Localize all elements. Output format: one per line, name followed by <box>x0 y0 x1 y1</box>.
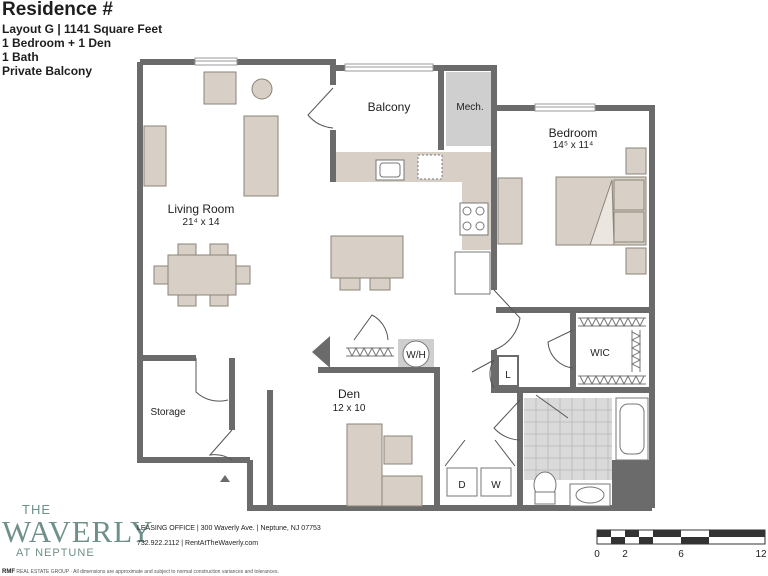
windows <box>194 57 596 112</box>
brand-the: THE <box>22 502 51 517</box>
mech-room-fill <box>446 72 491 146</box>
label-den: Den <box>338 387 360 401</box>
disclaimer-text: REAL ESTATE GROUP · All dimensions are a… <box>16 569 279 575</box>
linen-closet <box>497 355 519 387</box>
scale-tick-6: 6 <box>678 549 684 560</box>
residence-title: Residence # <box>2 0 113 20</box>
label-mech: Mech. <box>456 102 483 113</box>
header: Residence # Layout G | 1141 Square Feet … <box>2 0 162 78</box>
scale-tick-0: 0 <box>594 549 600 560</box>
label-living-room: Living Room <box>168 202 235 216</box>
wic-shelving <box>346 316 646 386</box>
entry-marker <box>220 475 230 482</box>
bathroom-tile <box>524 398 612 480</box>
label-washer: W <box>491 480 501 491</box>
bath-wall-block <box>612 460 652 508</box>
dim-living-room: 21⁴ x 14 <box>182 217 220 228</box>
label-linen: L <box>505 370 511 381</box>
brand-logo: THE WAVERLY AT NEPTUNE <box>2 502 154 560</box>
disclaimer: RMF REAL ESTATE GROUP · All dimensions a… <box>2 569 279 575</box>
label-dryer: D <box>458 480 465 491</box>
bath-count: 1 Bath <box>2 50 39 64</box>
kitchen-fixtures <box>375 154 491 295</box>
dim-bedroom: 14⁵ x 11⁴ <box>553 140 594 151</box>
dryer <box>446 467 478 497</box>
washer <box>480 467 512 497</box>
dim-den: 12 x 10 <box>333 403 366 414</box>
scale-bar: 0 2 6 12 <box>594 529 767 560</box>
feature-balcony: Private Balcony <box>2 64 93 78</box>
kitchen-counter-back <box>336 152 493 182</box>
label-balcony: Balcony <box>368 100 411 114</box>
brand-name: WAVERLY <box>2 514 154 549</box>
doors <box>195 87 574 467</box>
office-contact: 732.922.2112 | RentAtTheWaverly.com <box>137 540 259 547</box>
label-storage: Storage <box>150 407 185 418</box>
scale-tick-12: 12 <box>755 549 767 560</box>
den-wall-corner <box>312 336 330 368</box>
company-mark: RMF <box>2 569 15 575</box>
office-address: LEASING OFFICE | 300 Waverly Ave. | Nept… <box>137 525 321 532</box>
water-heater <box>402 340 430 368</box>
bedroom-count: 1 Bedroom + 1 Den <box>2 36 112 50</box>
label-bedroom: Bedroom <box>549 126 598 140</box>
furniture <box>143 71 647 507</box>
leasing-office-info: LEASING OFFICE | 300 Waverly Ave. | Nept… <box>137 525 321 547</box>
scale-tick-2: 2 <box>622 549 628 560</box>
layout-info: Layout G | 1141 Square Feet <box>2 22 163 36</box>
bath-fixtures <box>533 397 649 507</box>
brand-sub: AT NEPTUNE <box>16 547 95 559</box>
label-wic: WIC <box>590 348 609 359</box>
label-wh: W/H <box>406 350 425 361</box>
bed-sheet-fold <box>589 179 615 246</box>
